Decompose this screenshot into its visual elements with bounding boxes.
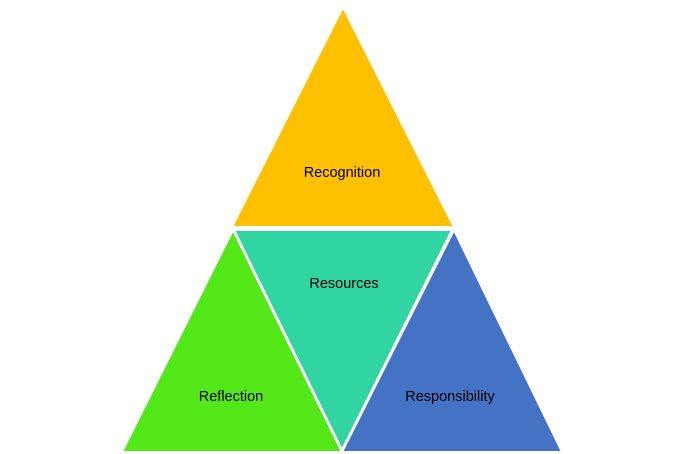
recognition-triangle xyxy=(230,4,456,228)
responsibility-label: Responsibility xyxy=(405,389,495,405)
responsibility-triangle xyxy=(340,227,564,453)
resources-triangle xyxy=(232,229,454,453)
reflection-label: Reflection xyxy=(199,389,263,405)
resources-label: Resources xyxy=(309,276,378,292)
recognition-label: Recognition xyxy=(304,165,381,181)
